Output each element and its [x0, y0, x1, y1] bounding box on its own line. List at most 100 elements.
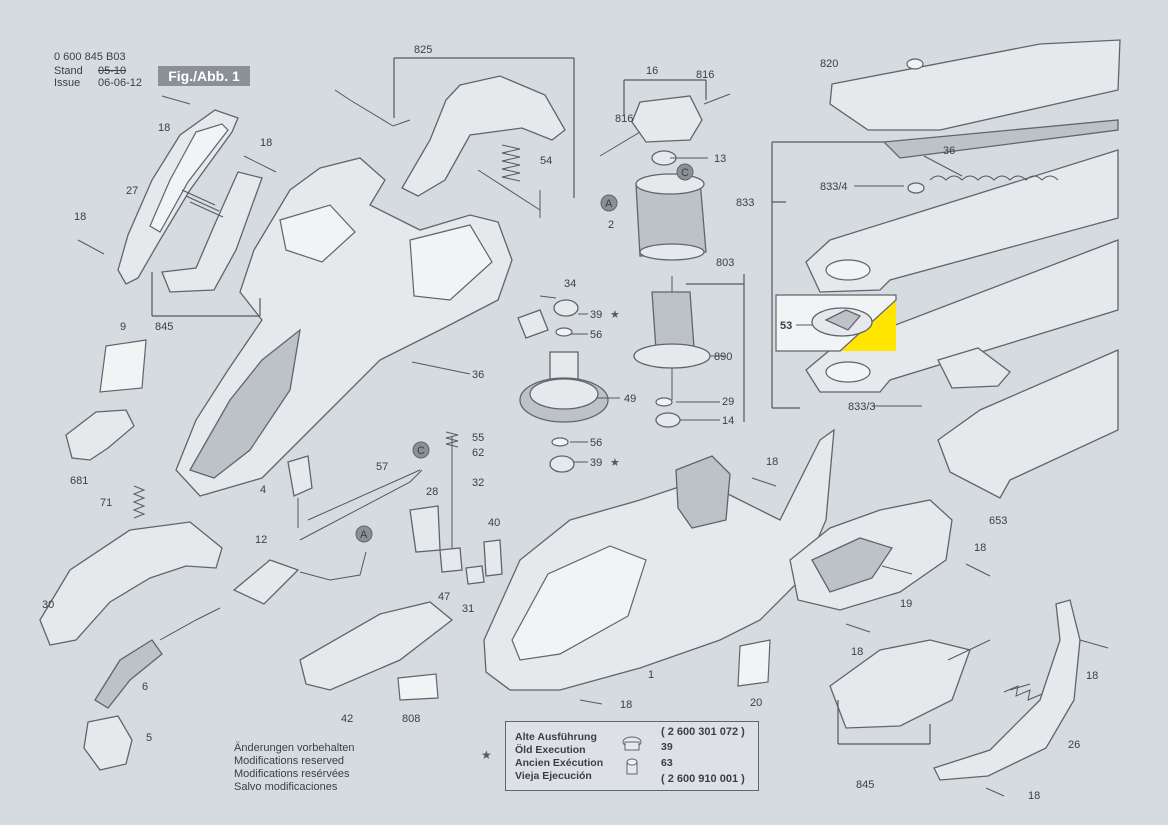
callout-32: 32	[472, 477, 484, 489]
part-55-spring	[445, 431, 459, 448]
stand-label: Stand	[54, 65, 83, 77]
marker-c-bottom-label: C	[417, 445, 425, 457]
fig-label: Fig./Abb. 1	[158, 66, 250, 86]
callout-18-e: 18	[974, 542, 986, 554]
callout-816-b: 816	[615, 113, 633, 125]
bolt-18-g	[1079, 639, 1109, 649]
marker-a-top	[600, 194, 618, 212]
bracket-825	[393, 57, 575, 198]
doc-number: 0 600 845 B03	[54, 51, 126, 63]
marker-c-bottom	[412, 441, 430, 459]
callout-42: 42	[341, 713, 353, 725]
marker-a-bottom-label: A	[360, 529, 368, 541]
part-808-label	[397, 673, 439, 701]
callout-30: 30	[42, 599, 54, 611]
callout-13: 13	[714, 153, 726, 165]
legend-label-fr: Ancien Exécution	[515, 757, 604, 769]
callout-825: 825	[414, 44, 432, 56]
marker-a-top-label: A	[605, 198, 613, 210]
callout-833-4: 833/4	[820, 181, 848, 193]
bolt-18-i	[985, 787, 1005, 797]
part-14-bearing	[655, 412, 681, 428]
callout-803: 803	[716, 257, 734, 269]
callout-653: 653	[989, 515, 1007, 527]
legend-label-en: Öld Execution	[515, 744, 586, 756]
part-31-knob	[465, 565, 485, 585]
callout-890: 890	[714, 351, 732, 363]
callout-18-d: 18	[766, 456, 778, 468]
bolt-18-a	[161, 95, 191, 105]
part-56-washer-bottom	[551, 437, 569, 447]
callout-816-a: 816	[696, 69, 714, 81]
bracket-803	[686, 274, 745, 422]
part-40-cover	[483, 539, 503, 577]
part-845-lower-guard	[829, 639, 971, 729]
part-12-cable-clamp	[232, 559, 300, 605]
bolt-18-h	[579, 699, 603, 705]
callout-49: 49	[624, 393, 636, 405]
callout-39-b: 39	[590, 457, 602, 469]
callout-18-b: 18	[260, 137, 272, 149]
part-833-upper-blade	[805, 149, 1119, 293]
legend-part-old: ( 2 600 301 072 )	[661, 726, 745, 738]
marker-c-top	[676, 163, 694, 181]
rod-36-a	[411, 361, 471, 375]
legend-label-de: Alte Ausführung	[515, 731, 597, 743]
callout-18-a: 18	[158, 122, 170, 134]
callout-39-a: 39	[590, 309, 602, 321]
legend-part-icons	[622, 736, 642, 775]
bracket-833	[771, 141, 884, 409]
callout-56-a: 56	[590, 329, 602, 341]
callout-6: 6	[142, 681, 148, 693]
bolt-18-f	[845, 623, 871, 633]
marker-a-bottom	[355, 525, 373, 543]
callout-19: 19	[900, 598, 912, 610]
callout-833-3: 833/3	[848, 401, 876, 413]
bolt-18-c	[77, 239, 105, 255]
callout-18-g: 18	[1086, 670, 1098, 682]
callout-18-c: 18	[74, 211, 86, 223]
part-845-spring	[1003, 685, 1043, 701]
callout-26: 26	[1068, 739, 1080, 751]
part-34-brush	[517, 309, 549, 339]
callout-833: 833	[736, 197, 754, 209]
part-39-bushing-bottom	[549, 455, 575, 473]
old-execution-legend: Alte Ausführung Öld Execution Ancien Exé…	[505, 721, 759, 791]
callout-2: 2	[608, 219, 614, 231]
part-54-spring	[501, 144, 521, 182]
issue-label: Issue	[54, 77, 81, 89]
bolt-19	[881, 565, 913, 575]
part-16-brush-holder	[631, 95, 703, 143]
bolt-18-d	[751, 477, 777, 487]
part-833-4-nut	[907, 182, 925, 194]
part-29-washer	[655, 397, 673, 407]
issue-date: 06-06-12	[98, 77, 143, 89]
star-39-a: ★	[610, 308, 620, 321]
callout-14: 14	[722, 415, 734, 427]
part-653-blade-cover	[937, 349, 1119, 499]
modification-notes: Änderungen vorbehalten Modifications res…	[234, 742, 354, 794]
callout-55: 55	[472, 432, 484, 444]
bracket-16	[623, 79, 707, 116]
stand-old-date: 05-10	[98, 65, 127, 77]
note-fr: Modifications resérvées	[234, 768, 350, 780]
callout-681: 681	[70, 475, 88, 487]
callout-54: 54	[540, 155, 552, 167]
note-es: Salvo modificaciones	[234, 781, 338, 793]
callout-27: 27	[126, 185, 138, 197]
callout-34: 34	[564, 278, 576, 290]
bolt-18-b	[243, 155, 277, 173]
callout-57: 57	[376, 461, 388, 473]
callout-845-b: 845	[856, 779, 874, 791]
part-20-label	[737, 639, 771, 687]
callout-9: 9	[120, 321, 126, 333]
legend-star: ★	[481, 748, 492, 762]
legend-label-es: Vieja Ejecución	[515, 770, 592, 782]
part-681-clip	[65, 409, 135, 461]
star-39-b: ★	[610, 456, 620, 469]
marker-c-top-label: C	[681, 167, 689, 179]
part-803-armature	[651, 291, 695, 351]
callout-36-b: 36	[943, 145, 955, 157]
callout-47: 47	[438, 591, 450, 603]
